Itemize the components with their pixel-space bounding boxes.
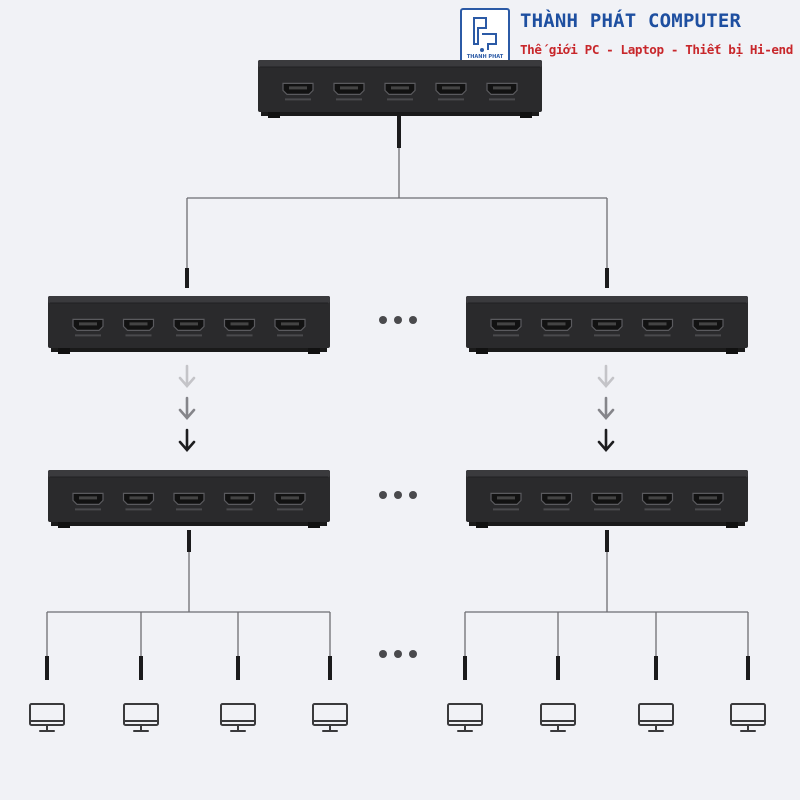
down-arrow-icon (597, 396, 615, 420)
monitor-icon (29, 703, 65, 732)
cable-connector (328, 656, 332, 680)
cable-connector (187, 530, 191, 552)
monitor-icon (123, 703, 159, 732)
monitor-icon (540, 703, 576, 732)
brand-slogan: Thế giới PC - Laptop - Thiết bị Hi-end (520, 42, 793, 57)
cable-connector (654, 656, 658, 680)
monitor-icon (447, 703, 483, 732)
brand-logo: THANH PHAT (460, 8, 510, 64)
cable-connector (746, 656, 750, 680)
brand-name: THÀNH PHÁT COMPUTER (520, 10, 742, 32)
ellipsis-icon (379, 650, 417, 658)
down-arrow-icon (597, 428, 615, 452)
down-arrow-icon (178, 428, 196, 452)
monitor-icon (730, 703, 766, 732)
cable-connector (397, 116, 401, 148)
down-arrow-icon (597, 364, 615, 388)
ellipsis-icon (379, 316, 417, 324)
hdmi-switch-tier3-left (48, 470, 330, 528)
cable-connector (556, 656, 560, 680)
cable-connector (139, 656, 143, 680)
brand-logo-text: THANH PHAT (466, 54, 504, 60)
monitor-icon (638, 703, 674, 732)
monitor-icon (312, 703, 348, 732)
ellipsis-icon (379, 491, 417, 499)
down-arrow-icon (178, 364, 196, 388)
cable-connector (605, 268, 609, 288)
cable-connector (463, 656, 467, 680)
cable-connector (236, 656, 240, 680)
cable-connector (185, 268, 189, 288)
hdmi-switch-tier2-left (48, 296, 330, 354)
hdmi-switch-top (258, 60, 542, 118)
hdmi-switch-tier3-right (466, 470, 748, 528)
hdmi-switch-tier2-right (466, 296, 748, 354)
down-arrow-icon (178, 396, 196, 420)
monitor-icon (220, 703, 256, 732)
cable-connector (45, 656, 49, 680)
brand-header: THANH PHAT THÀNH PHÁT COMPUTER Thế giới … (458, 8, 798, 64)
cable-connector (605, 530, 609, 552)
logo-mark-icon (473, 17, 497, 52)
